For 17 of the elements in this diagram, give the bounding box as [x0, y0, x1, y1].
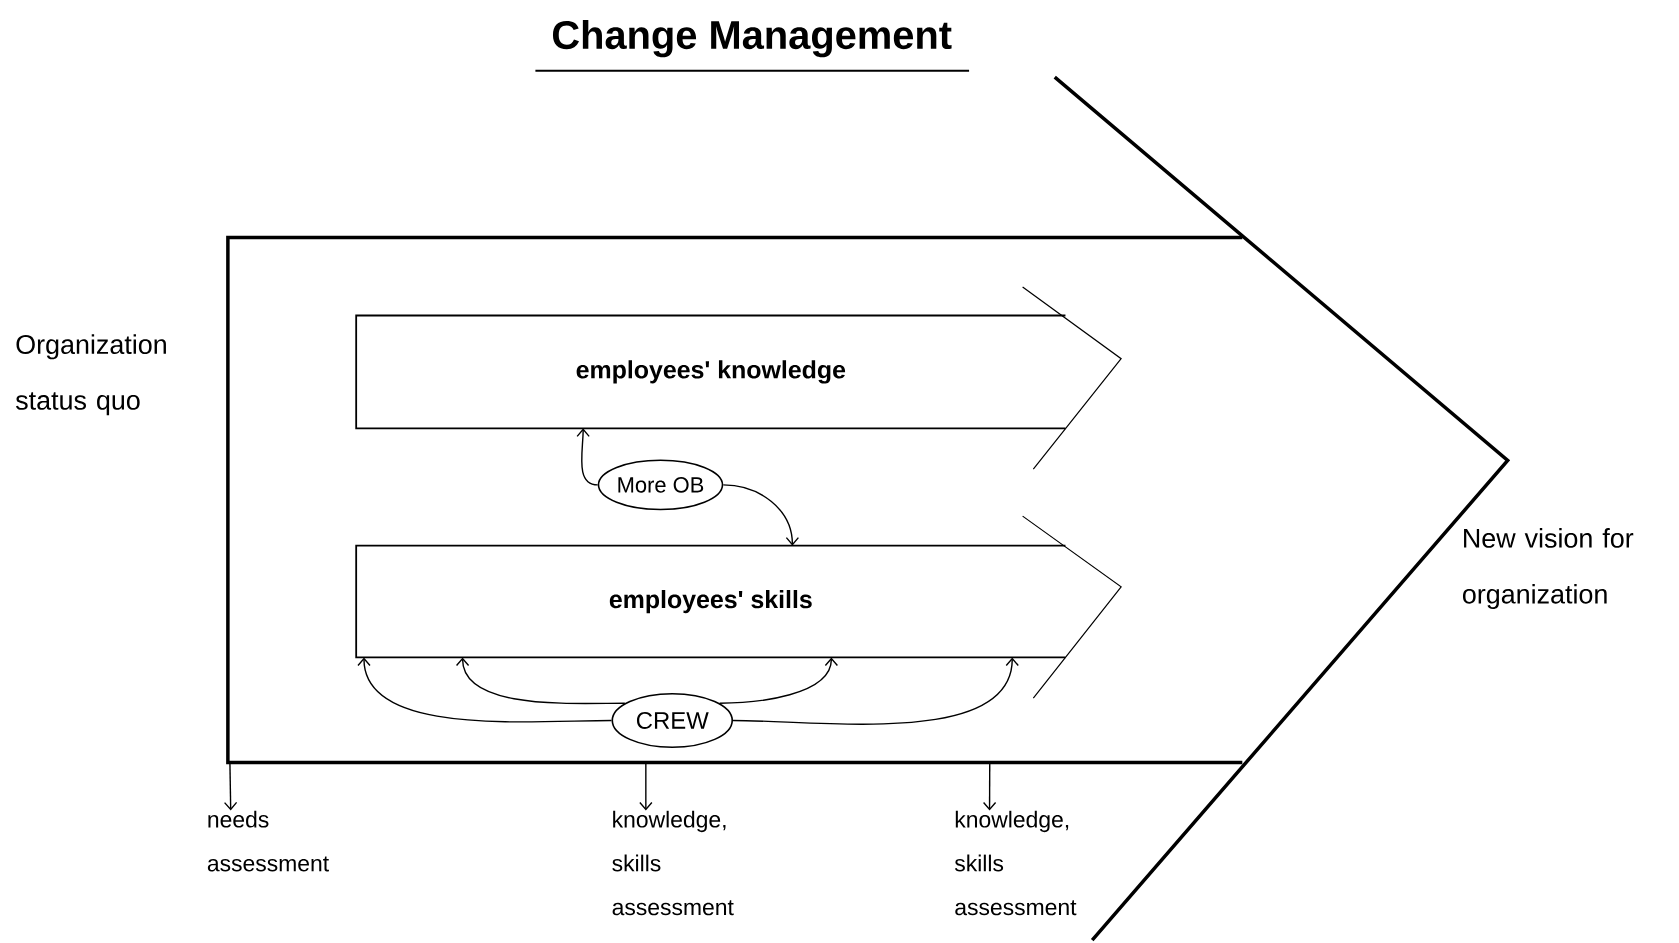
side-label: New vision for organization: [1462, 527, 1634, 609]
step-label: needs assessment: [207, 810, 329, 872]
arrow: [732, 657, 1019, 725]
arrow: [223, 761, 238, 811]
arrow: [718, 657, 839, 704]
step-label: knowledge, skills assessment: [954, 810, 1077, 916]
title: Change Management: [552, 19, 952, 58]
arrow: [455, 657, 626, 704]
arrow-box: employees' knowledge: [355, 286, 1122, 470]
arrow: [576, 428, 599, 486]
arrow: [639, 761, 653, 811]
arrow: [722, 484, 800, 546]
arrow-box: employees' skills: [355, 515, 1122, 699]
arrow: [357, 657, 613, 723]
side-label: Organization status quo: [15, 334, 166, 415]
arrow: [982, 761, 997, 811]
step-label: knowledge, skills assessment: [612, 810, 734, 916]
